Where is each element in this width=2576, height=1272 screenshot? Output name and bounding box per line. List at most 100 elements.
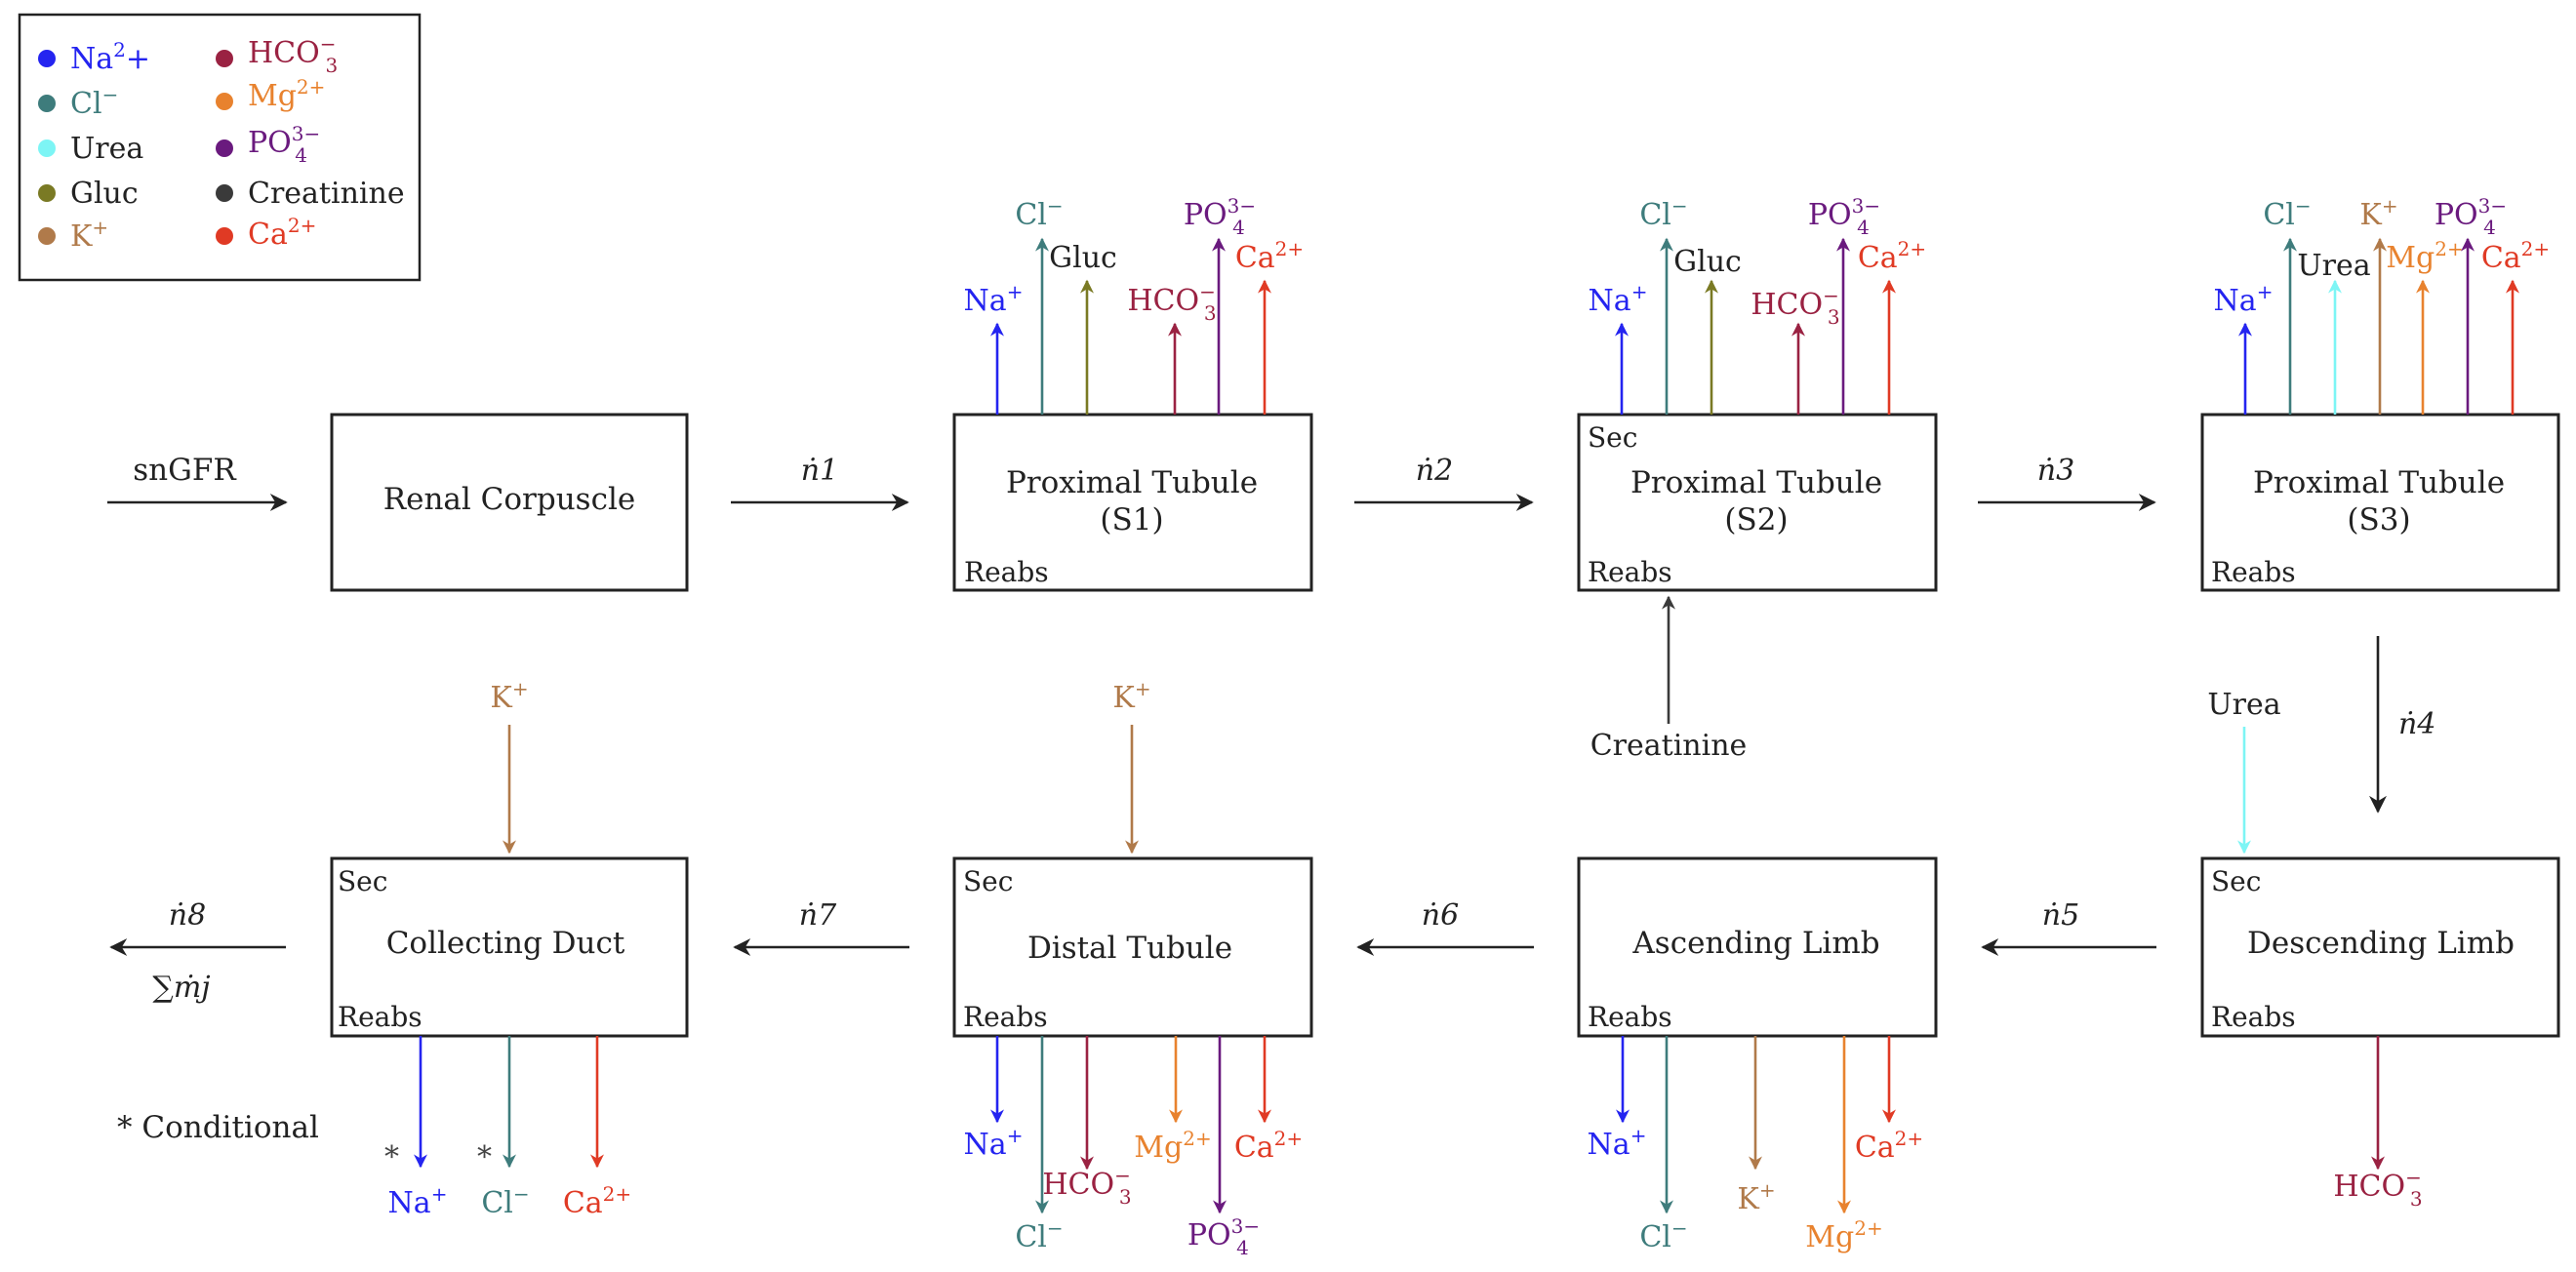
species-label-k-al: K+ [1737, 1178, 1775, 1216]
box-collecting-duct: Sec Collecting Duct Reabs [330, 856, 689, 1038]
species-label-mg-dt: Mg2+ [1134, 1127, 1211, 1165]
legend-dot-urea [38, 139, 56, 157]
species-label-gluc-s1: Gluc [1049, 241, 1117, 275]
species-label-cl-al: Cl− [1639, 1216, 1687, 1254]
legend-right-column: HCO−3 Mg2+ PO3−4 Creatinine Ca2+ [216, 32, 405, 252]
legend-label-na: Na2+ [70, 38, 150, 76]
box-reabs-tag: Reabs [963, 1001, 1048, 1033]
box-subtitle: (S2) [1724, 502, 1788, 537]
flow-label-n4: ṅ4 [2398, 707, 2435, 741]
box-title: Renal Corpuscle [383, 482, 635, 517]
box-subtitle: (S1) [1100, 502, 1163, 537]
flow-label-n6: ṅ6 [1422, 898, 1459, 933]
flow-label-n3: ṅ3 [2037, 454, 2074, 488]
legend-label-k: K+ [70, 216, 108, 254]
box-proximal-tubule-s2: Sec Proximal Tubule (S2) Reabs [1577, 413, 1938, 592]
species-label-k-cd: K+ [490, 677, 528, 715]
box-reabs-tag: Reabs [338, 1001, 423, 1033]
box-frame [1577, 856, 1938, 1038]
species-label-urea-dl: Urea [2207, 688, 2280, 722]
box-sec-tag: Sec [1588, 421, 1637, 454]
legend-dot-po4 [216, 139, 233, 157]
species-label-ca-cd: Ca2+ [563, 1182, 631, 1220]
legend-left-column: Na2+ Cl− Urea Gluc K+ [38, 38, 150, 254]
legend-dot-ca [216, 227, 233, 245]
species-label-na-dt: Na+ [964, 1124, 1024, 1162]
box-sec-tag: Sec [2211, 865, 2261, 897]
species-label-hco3-s2: HCO−3 [1751, 284, 1839, 329]
species-label-po4-dt: PO3−4 [1187, 1214, 1260, 1259]
legend-label-mg: Mg2+ [248, 75, 325, 113]
box-frame [2200, 413, 2560, 592]
legend-dot-mg [216, 93, 233, 110]
box-title: Proximal Tubule [1630, 465, 1882, 500]
legend-dot-k [38, 227, 56, 245]
species-label-urea-s3: Urea [2297, 249, 2370, 283]
box-title: Collecting Duct [386, 926, 625, 961]
legend-dot-gluc [38, 184, 56, 202]
legend-label-creatinine: Creatinine [248, 177, 405, 211]
legend-dot-cl [38, 95, 56, 112]
species-label-cl-s1: Cl− [1015, 194, 1063, 232]
box-sec-tag: Sec [963, 865, 1013, 897]
species-label-cl-s2: Cl− [1639, 194, 1687, 232]
box-title: Proximal Tubule [1006, 465, 1258, 500]
species-label-po4-s1: PO3−4 [1184, 194, 1256, 239]
box-reabs-tag: Reabs [964, 556, 1049, 588]
species-label-ca-dt: Ca2+ [1234, 1127, 1303, 1165]
box-reabs-tag: Reabs [1588, 556, 1672, 588]
species-label-na-al: Na+ [1588, 1124, 1647, 1162]
flow-label-n2: ṅ2 [1416, 454, 1453, 488]
box-ascending-limb: Ascending Limb Reabs [1577, 856, 1938, 1038]
flow-label-sum: ∑ṁj [152, 971, 210, 1005]
legend-dot-hco3 [216, 50, 233, 67]
conditional-note: * Conditional [117, 1110, 319, 1145]
legend-dot-na [38, 50, 56, 67]
box-reabs-tag: Reabs [1588, 1001, 1672, 1033]
box-subtitle: (S3) [2347, 502, 2410, 537]
species-label-na-s2: Na+ [1589, 280, 1648, 318]
species-label-po4-s3: PO3−4 [2435, 194, 2507, 239]
species-label-na-s3: Na+ [2214, 280, 2274, 318]
box-title: Distal Tubule [1027, 931, 1232, 966]
box-renal-corpuscle: Renal Corpuscle [330, 413, 689, 592]
species-label-k-dt: K+ [1112, 677, 1150, 715]
species-transport-arrows: Na+Cl−GlucHCO−3PO3−4Ca2+Na+Cl−GlucHCO−3P… [384, 194, 2550, 1259]
box-frame [952, 856, 1313, 1038]
species-label-po4-s2: PO3−4 [1808, 194, 1880, 239]
box-proximal-tubule-s1: Proximal Tubule (S1) Reabs [952, 413, 1313, 592]
species-label-cl-cd: Cl− [481, 1182, 529, 1220]
species-label-na-cd: Na+ [388, 1182, 448, 1220]
flow-label-n5: ṅ5 [2042, 898, 2079, 933]
box-reabs-tag: Reabs [2211, 556, 2296, 588]
conditional-mark-cl: * [477, 1140, 492, 1174]
box-sec-tag: Sec [338, 865, 387, 897]
box-proximal-tubule-s3: Proximal Tubule (S3) Reabs [2200, 413, 2560, 592]
box-title: Ascending Limb [1631, 926, 1879, 961]
flow-label-n1: ṅ1 [801, 454, 838, 488]
box-distal-tubule: Sec Distal Tubule Reabs [952, 856, 1313, 1038]
legend-label-urea: Urea [70, 132, 143, 166]
box-frame [952, 413, 1313, 592]
species-label-hco3-dt: HCO−3 [1042, 1164, 1131, 1209]
legend-dot-creatinine [216, 184, 233, 202]
main-flows: snGFR ṅ1 ṅ2 ṅ3 ṅ4 ṅ5 ṅ6 ṅ7 ṅ8 ∑ṁj * Cond… [107, 453, 2435, 1145]
species-label-ca-s2: Ca2+ [1858, 237, 1926, 275]
conditional-mark-na: * [384, 1140, 399, 1174]
species-label-crea-s2: Creatinine [1590, 729, 1748, 763]
box-title: Proximal Tubule [2253, 465, 2505, 500]
box-frame [330, 856, 689, 1038]
species-label-cl-dt: Cl− [1015, 1216, 1063, 1254]
species-label-ca-s3: Ca2+ [2481, 237, 2550, 275]
legend-label-cl: Cl− [70, 83, 118, 121]
species-label-gluc-s2: Gluc [1673, 245, 1742, 279]
legend-label-hco3: HCO−3 [248, 32, 338, 77]
legend-label-gluc: Gluc [70, 177, 139, 211]
species-label-hco3-dl: HCO−3 [2333, 1166, 2422, 1211]
box-title: Descending Limb [2247, 926, 2515, 961]
box-frame [1577, 413, 1938, 592]
species-label-hco3-s1: HCO−3 [1127, 280, 1216, 325]
flow-label-n8: ṅ8 [169, 898, 206, 933]
species-label-na-s1: Na+ [964, 280, 1024, 318]
